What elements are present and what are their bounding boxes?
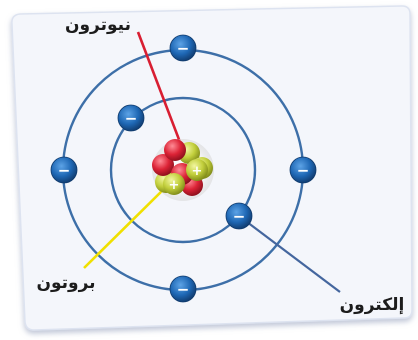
- proton-label: بروتون: [36, 273, 95, 293]
- neutron-label: نيوترون: [65, 15, 131, 35]
- electron: −: [170, 276, 196, 302]
- svg-text:−: −: [177, 281, 190, 299]
- svg-text:−: −: [297, 162, 310, 180]
- svg-text:−: −: [177, 40, 190, 58]
- svg-text:−: −: [233, 208, 246, 226]
- electron: −: [51, 157, 77, 183]
- svg-text:−: −: [58, 162, 71, 180]
- electron-label: إلكترون: [340, 295, 405, 315]
- electron: −: [226, 203, 252, 229]
- svg-text:−: −: [125, 110, 138, 128]
- nucleus: + +: [152, 139, 214, 201]
- proton-charge: +: [169, 178, 180, 193]
- neutron: [164, 139, 186, 161]
- electron: −: [290, 157, 316, 183]
- electron: −: [170, 35, 196, 61]
- electron: −: [118, 105, 144, 131]
- proton-charge: +: [192, 164, 203, 179]
